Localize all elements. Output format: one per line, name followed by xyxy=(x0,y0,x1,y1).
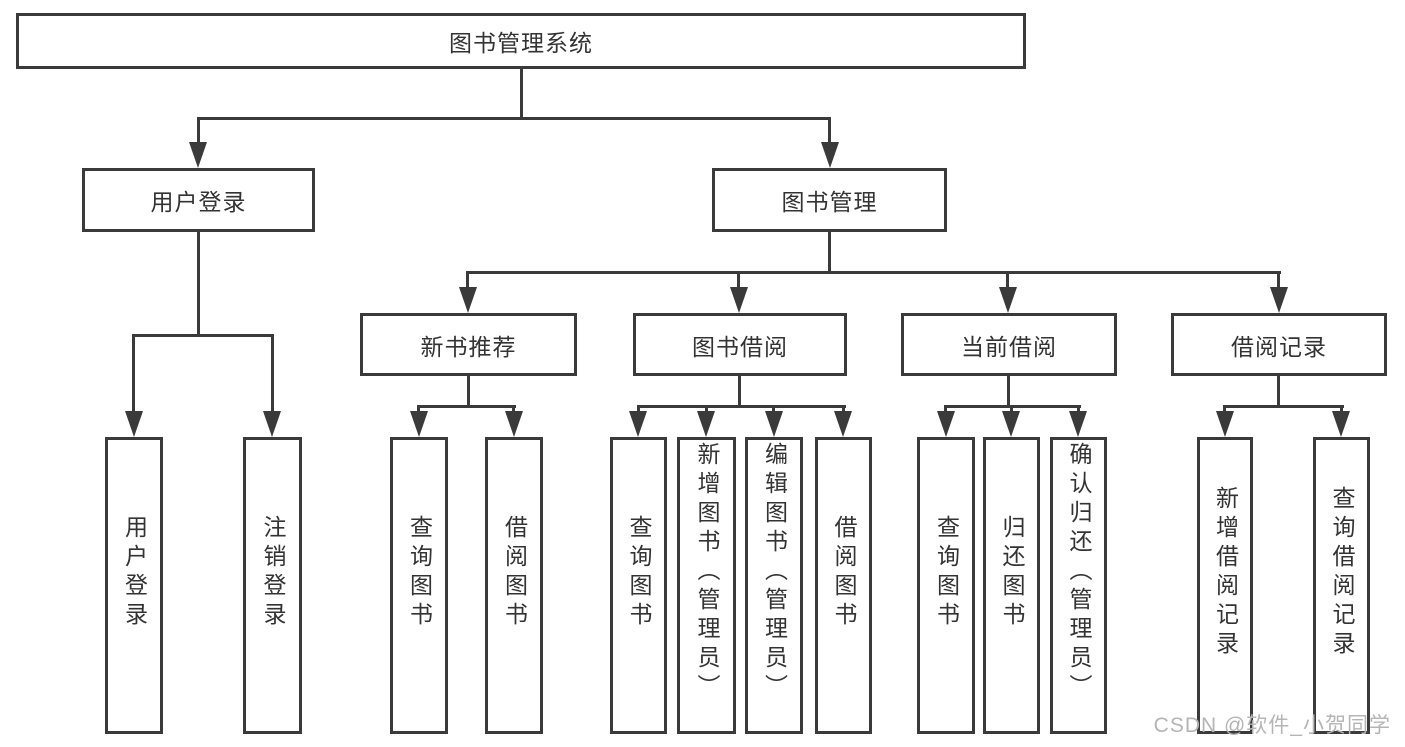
arrow-down-icon xyxy=(125,411,143,437)
leaf-logout-label: 注销登录 xyxy=(260,514,286,631)
connector-line xyxy=(520,69,523,118)
connector-line xyxy=(467,271,1281,274)
arrow-down-icon xyxy=(765,411,783,437)
csdn-watermark: CSDN @软件_小贺同学 xyxy=(1153,714,1391,737)
connector-line xyxy=(512,405,515,416)
connector-line xyxy=(842,405,845,416)
connector-line xyxy=(271,334,274,415)
leaf-user-login: 用户登录 xyxy=(105,437,163,734)
arrow-down-icon xyxy=(505,411,523,437)
connector-line xyxy=(132,334,135,415)
leaf-edit-book-admin-label: 编辑图书（管理员） xyxy=(761,442,788,703)
connector-line xyxy=(1277,376,1280,408)
arrow-down-icon xyxy=(1002,411,1020,437)
leaf-query-borrow-record-label: 查询借阅记录 xyxy=(1329,485,1355,660)
arrow-down-icon xyxy=(1332,411,1350,437)
node-new-book-recommend: 新书推荐 xyxy=(360,313,577,376)
leaf-query-books-borrow: 查询图书 xyxy=(610,437,667,734)
connector-line xyxy=(637,405,640,416)
leaf-confirm-return-admin-label: 确认归还（管理员） xyxy=(1066,442,1092,703)
leaf-borrow-books: 借阅图书 xyxy=(815,437,872,734)
connector-line xyxy=(1010,405,1013,416)
leaf-confirm-return-admin: 确认归还（管理员） xyxy=(1050,437,1107,734)
leaf-add-book-admin: 新增图书（管理员） xyxy=(677,437,736,734)
leaf-query-books-recommend: 查询图书 xyxy=(390,437,448,734)
leaf-query-books-current: 查询图书 xyxy=(917,437,975,734)
arrow-down-icon xyxy=(629,411,647,437)
connector-line xyxy=(1007,376,1010,408)
arrow-down-icon xyxy=(410,411,428,437)
connector-line xyxy=(197,117,200,146)
connector-line xyxy=(772,405,775,416)
leaf-borrow-books-label: 借阅图书 xyxy=(831,514,857,631)
connector-line xyxy=(1006,271,1009,294)
node-book-borrow-label: 图书借阅 xyxy=(692,333,788,360)
node-library-system: 图书管理系统 xyxy=(16,13,1026,69)
leaf-user-login-label: 用户登录 xyxy=(121,514,148,631)
connector-line xyxy=(132,334,274,337)
connector-line xyxy=(1340,405,1343,416)
connector-line xyxy=(197,117,831,120)
connector-line xyxy=(197,232,200,335)
connector-line xyxy=(417,405,516,408)
node-user-login: 用户登录 xyxy=(82,168,315,232)
connector-line xyxy=(466,271,469,294)
node-new-book-recommend-label: 新书推荐 xyxy=(420,333,517,360)
arrow-down-icon xyxy=(1069,411,1087,437)
leaf-logout: 注销登录 xyxy=(243,437,302,734)
connector-line xyxy=(417,405,420,416)
node-current-borrow: 当前借阅 xyxy=(901,313,1117,376)
connector-line xyxy=(1077,405,1080,416)
leaf-return-book: 归还图书 xyxy=(983,437,1040,734)
connector-line xyxy=(828,232,831,273)
connector-line xyxy=(1277,271,1280,294)
arrow-down-icon xyxy=(834,411,852,437)
leaf-query-borrow-record: 查询借阅记录 xyxy=(1313,437,1370,734)
connector-line xyxy=(1223,405,1344,408)
arrow-down-icon xyxy=(189,142,207,168)
arrow-down-icon xyxy=(937,411,955,437)
arrow-down-icon xyxy=(999,287,1017,313)
arrow-down-icon xyxy=(730,287,748,313)
leaf-query-books-borrow-label: 查询图书 xyxy=(626,514,652,631)
leaf-query-books-recommend-label: 查询图书 xyxy=(406,514,433,631)
node-book-borrow: 图书借阅 xyxy=(633,313,847,376)
connector-line xyxy=(467,376,470,408)
leaf-borrow-books-recommend: 借阅图书 xyxy=(485,437,543,734)
connector-line xyxy=(738,376,741,408)
node-borrow-records: 借阅记录 xyxy=(1171,313,1387,376)
arrow-down-icon xyxy=(263,411,281,437)
connector-line xyxy=(637,405,846,408)
connector-line xyxy=(944,405,947,416)
node-user-login-label: 用户登录 xyxy=(150,189,247,215)
leaf-add-borrow-record: 新增借阅记录 xyxy=(1197,437,1253,734)
leaf-add-borrow-record-label: 新增借阅记录 xyxy=(1212,485,1239,660)
arrow-down-icon xyxy=(1270,287,1288,313)
connector-line xyxy=(828,117,831,146)
connector-line xyxy=(737,271,740,294)
node-current-borrow-label: 当前借阅 xyxy=(961,333,1057,360)
node-book-management: 图书管理 xyxy=(712,168,947,232)
connector-line xyxy=(1223,405,1226,416)
connector-line xyxy=(705,405,708,416)
arrow-down-icon xyxy=(459,287,477,313)
leaf-query-books-current-label: 查询图书 xyxy=(933,514,960,631)
arrow-down-icon xyxy=(697,411,715,437)
node-borrow-records-label: 借阅记录 xyxy=(1231,333,1327,360)
node-book-management-label: 图书管理 xyxy=(781,189,878,215)
leaf-add-book-admin-label: 新增图书（管理员） xyxy=(694,442,720,703)
node-library-system-label: 图书管理系统 xyxy=(449,30,593,56)
leaf-edit-book-admin: 编辑图书（管理员） xyxy=(745,437,803,734)
leaf-return-book-label: 归还图书 xyxy=(999,514,1025,631)
arrow-down-icon xyxy=(821,142,839,168)
arrow-down-icon xyxy=(1216,411,1234,437)
leaf-borrow-books-recommend-label: 借阅图书 xyxy=(501,514,528,631)
